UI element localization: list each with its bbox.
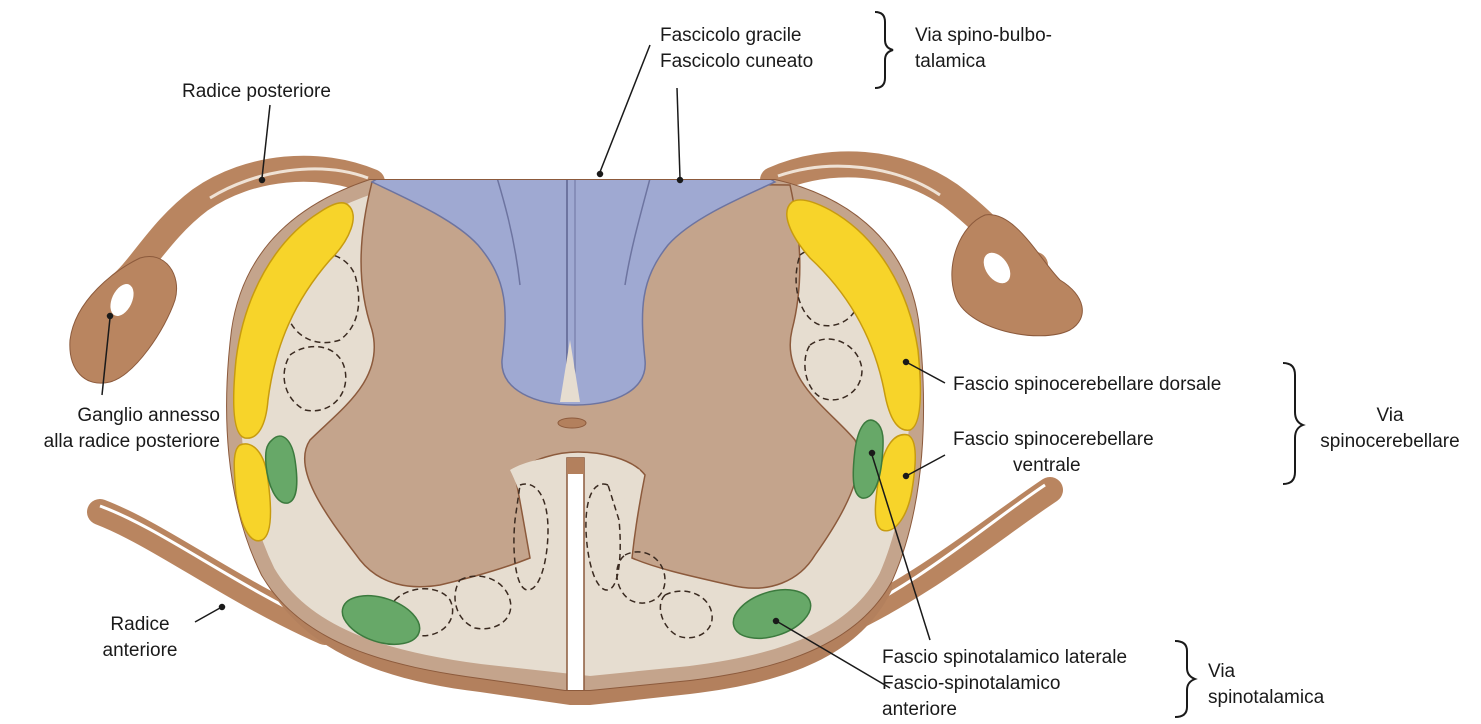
anterior-fissure	[567, 458, 584, 705]
brace-spinotalamica	[1175, 641, 1195, 717]
ganglion-right	[952, 215, 1082, 336]
label-via-spino-bulbo-line1: Via spino-bulbo-	[915, 24, 1052, 47]
label-spinotalamico-anteriore-line2: anteriore	[882, 698, 957, 721]
label-radice-posteriore: Radice posteriore	[182, 80, 331, 103]
label-via-spinocerebellare-line2: spinocerebellare	[1305, 430, 1475, 453]
label-via-spinotalamica-line2: spinotalamica	[1208, 686, 1324, 709]
label-via-spino-bulbo-line2: talamica	[915, 50, 986, 73]
label-spinotalamico-anteriore-line1: Fascio-spinotalamico	[882, 672, 1060, 695]
label-fascicolo-cuneato: Fascicolo cuneato	[660, 50, 813, 73]
brace-spino-bulbo	[875, 12, 893, 88]
ganglion-left	[70, 256, 177, 383]
label-via-spinocerebellare-line1: Via	[1305, 404, 1475, 427]
label-via-spinotalamica-line1: Via	[1208, 660, 1235, 683]
label-ganglio-line2: alla radice posteriore	[0, 430, 220, 453]
central-canal	[558, 418, 586, 428]
label-spinocerebellare-ventrale-line1: Fascio spinocerebellare	[953, 428, 1154, 451]
label-radice-anteriore-line2: anteriore	[95, 639, 185, 662]
label-spinocerebellare-ventrale-line2: ventrale	[1013, 454, 1081, 477]
label-ganglio-line1: Ganglio annesso	[0, 404, 220, 427]
label-spinocerebellare-dorsale: Fascio spinocerebellare dorsale	[953, 373, 1221, 396]
braces	[875, 12, 1303, 717]
label-radice-anteriore-line1: Radice	[95, 613, 185, 636]
label-fascicolo-gracile: Fascicolo gracile	[660, 24, 802, 47]
brace-spinocerebellare	[1283, 363, 1303, 484]
label-spinotalamico-laterale: Fascio spinotalamico laterale	[882, 646, 1127, 669]
